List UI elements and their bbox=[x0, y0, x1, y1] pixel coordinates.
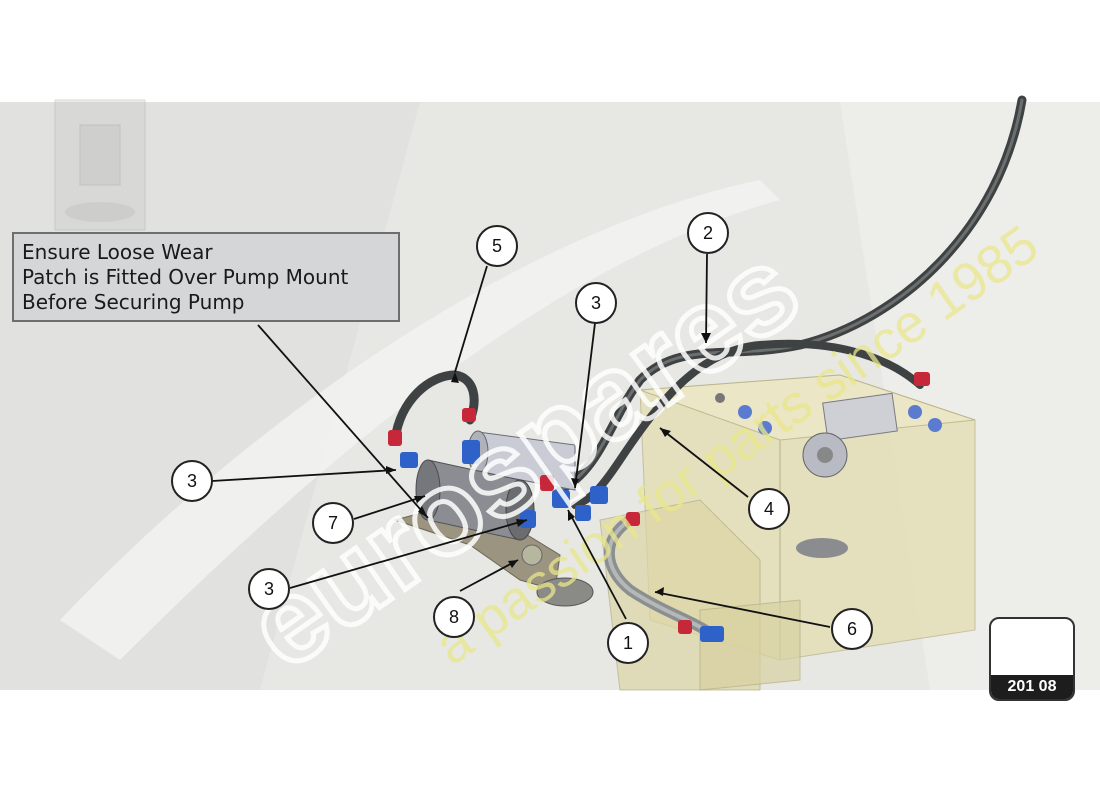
fuel-tank bbox=[599, 374, 976, 691]
callout-3-top: 3 bbox=[575, 282, 617, 324]
callout-5: 5 bbox=[476, 225, 518, 267]
callout-3-left: 3 bbox=[171, 460, 213, 502]
background-shade-right bbox=[840, 102, 1100, 690]
callout-2: 2 bbox=[687, 212, 729, 254]
installation-note: Ensure Loose Wear Patch is Fitted Over P… bbox=[12, 232, 400, 322]
leader-lines bbox=[211, 253, 831, 628]
mount-foot bbox=[536, 577, 594, 607]
note-line-3: Before Securing Pump bbox=[22, 290, 245, 314]
fuel-filter bbox=[415, 459, 535, 541]
hoses bbox=[390, 95, 1027, 636]
diagram-code-box: 201 08 bbox=[989, 617, 1075, 701]
watermark-swoosh bbox=[60, 180, 780, 660]
callout-7: 7 bbox=[312, 502, 354, 544]
note-line-2: Patch is Fitted Over Pump Mount bbox=[22, 265, 349, 289]
ghost-assembly-topleft bbox=[54, 99, 146, 231]
diagram-code: 201 08 bbox=[991, 675, 1073, 699]
note-line-1: Ensure Loose Wear bbox=[22, 240, 213, 264]
callout-6: 6 bbox=[831, 608, 873, 650]
callout-8: 8 bbox=[433, 596, 475, 638]
leader-arrowheads bbox=[386, 333, 711, 596]
callout-4: 4 bbox=[748, 488, 790, 530]
callout-1: 1 bbox=[607, 622, 649, 664]
callout-3-bottom: 3 bbox=[248, 568, 290, 610]
fittings bbox=[388, 372, 930, 642]
